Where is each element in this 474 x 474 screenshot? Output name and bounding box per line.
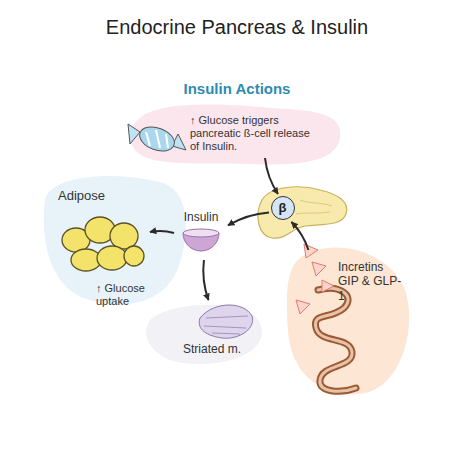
pancreas-texture <box>296 200 332 214</box>
annotation: ↑ Glucose uptake <box>96 282 158 308</box>
node-label: Incretins GIP & GLP-1 <box>338 260 406 303</box>
node-label: Striated m. <box>168 342 256 356</box>
beta-cell: β <box>271 196 295 220</box>
intestine <box>315 288 356 391</box>
diagram-title: Endocrine Pancreas & Insulin <box>0 16 474 39</box>
subtitle: Insulin Actions <box>0 80 474 98</box>
node-label: Insulin <box>176 210 226 224</box>
connector-arrow <box>228 212 269 225</box>
candy <box>128 123 186 156</box>
connector-arrow <box>150 231 174 233</box>
muscle-blob <box>146 305 262 364</box>
gut-blob <box>287 248 409 395</box>
node-label: Adipose <box>58 188 138 204</box>
insulin-top <box>183 229 219 237</box>
muscle-node: Striated m. <box>168 302 256 360</box>
connector-arrow <box>291 222 308 250</box>
muscle <box>199 305 252 338</box>
node-label: ↑ Glucose triggers pancreatic ß-cell rel… <box>190 114 322 154</box>
glucose-blob <box>130 105 340 165</box>
incretin-triangles <box>296 244 334 314</box>
insulin-node: Insulin <box>176 210 226 258</box>
connector-arrow <box>265 158 278 194</box>
incretin-node: Incretins GIP & GLP-1 <box>298 252 406 392</box>
glucose-note: ↑ Glucose triggers pancreatic ß-cell rel… <box>186 110 326 156</box>
connector-arrow <box>203 260 208 300</box>
adipose-node: Adipose <box>52 186 148 274</box>
node-label: β <box>272 200 293 216</box>
fat-cells <box>62 217 144 271</box>
insulin-shape <box>176 227 226 257</box>
intestine-highlight <box>315 288 356 391</box>
pancreas <box>258 187 347 238</box>
